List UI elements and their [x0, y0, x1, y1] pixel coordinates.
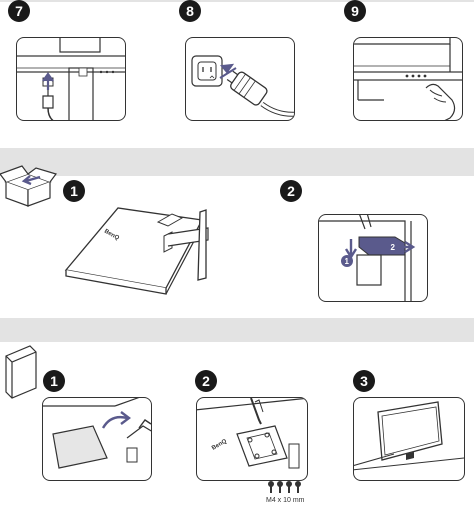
step-illustration-panel [353, 397, 465, 481]
step-number-badge: 2 [280, 180, 302, 202]
step-number-badge: 3 [353, 370, 375, 392]
open-box-icon [0, 164, 58, 208]
step-illustration-panel [42, 397, 152, 481]
step-number-badge: 1 [63, 180, 85, 202]
release-stand-button-icon: 1 2 [319, 215, 416, 301]
step-illustration-panel [16, 37, 126, 121]
step-illustration-panel: BenQ [196, 397, 308, 481]
power-cable-to-monitor-icon [17, 38, 125, 120]
step-number-badge: 9 [344, 0, 366, 22]
section-divider-three [0, 318, 474, 342]
monitor-face-down-icon: BenQ [60, 198, 218, 298]
wall-mounted-monitor-icon [354, 401, 464, 471]
remove-cover-icon [43, 398, 151, 469]
step-illustration-panel [185, 37, 295, 121]
step-number-badge: 1 [43, 370, 65, 392]
callout-1: 1 [345, 257, 350, 266]
step-number-badge: 8 [179, 0, 201, 22]
press-power-button-icon [354, 38, 462, 120]
step-illustration-panel [353, 37, 463, 121]
step-illustration-panel: 1 2 [318, 214, 428, 302]
vesa-plate-icon [0, 344, 40, 400]
screw-set-icon [262, 480, 308, 494]
screw-size-caption: M4 x 10 mm [266, 497, 305, 504]
section-divider-top [0, 0, 474, 2]
callout-2: 2 [391, 243, 396, 252]
section-divider-two [0, 148, 474, 176]
plug-into-outlet-icon [191, 55, 294, 117]
step-number-badge: 2 [195, 370, 217, 392]
brand-logo: BenQ [211, 438, 228, 451]
step-number-badge: 7 [8, 0, 30, 22]
vesa-mount-holes-icon: BenQ [197, 398, 307, 469]
